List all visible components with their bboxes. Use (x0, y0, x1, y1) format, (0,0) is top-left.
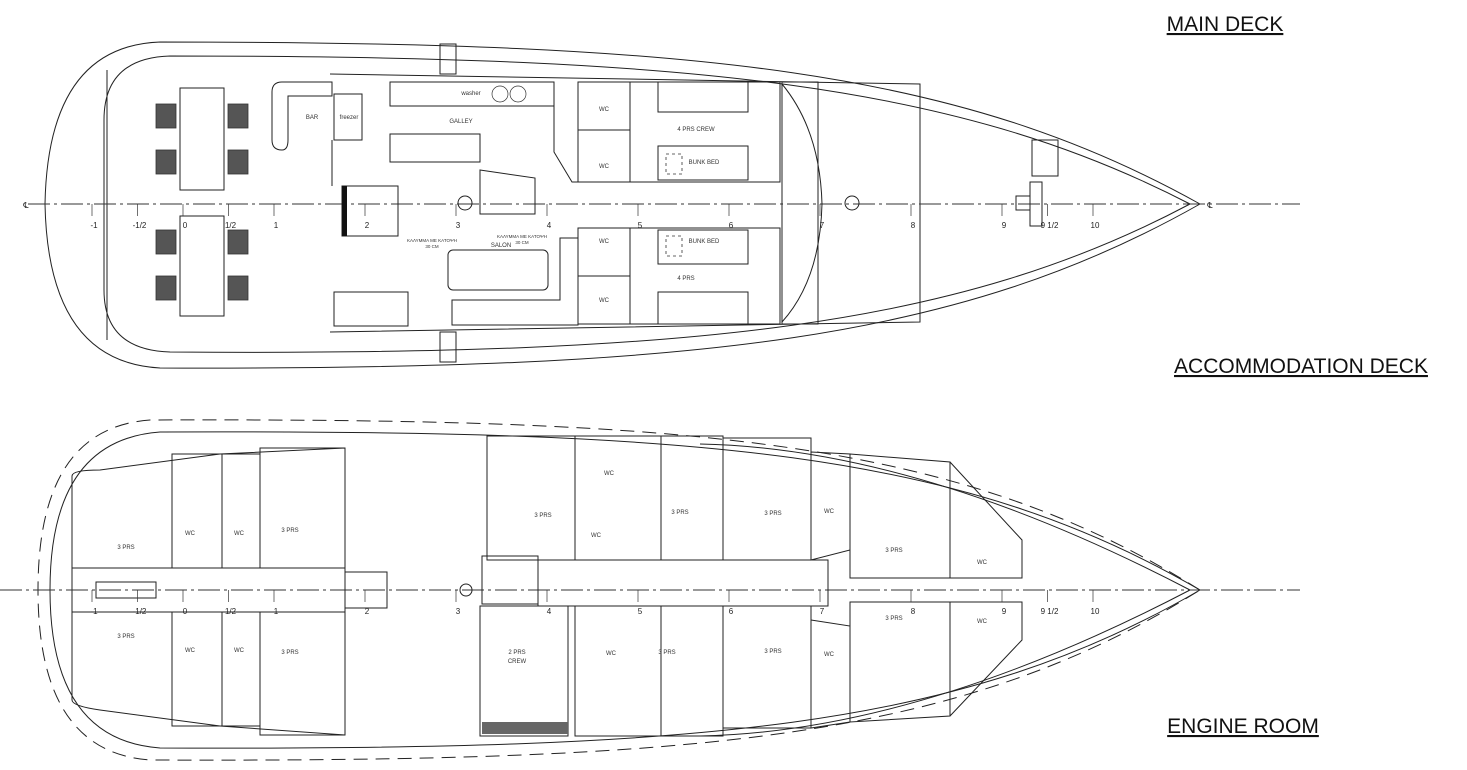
label-crew-cabin: 4 PRS CREW (677, 127, 715, 133)
label-crew-cabin: CREW (508, 659, 527, 665)
label-cabin: 3 PRS (764, 511, 781, 517)
station-label: 10 (1091, 221, 1100, 230)
label-washer: washer (460, 91, 480, 97)
station-label: 7 (820, 607, 825, 616)
station-label: 9 (1002, 221, 1007, 230)
label-wc: WC (977, 560, 988, 566)
label-wc: WC (599, 298, 610, 304)
station-label: 4 (547, 607, 552, 616)
label-cabin: 3 PRS (658, 650, 675, 656)
label-cabin: 4 PRS (677, 276, 694, 282)
label-cabin: 3 PRS (281, 528, 298, 534)
label-cabin: 3 PRS (885, 616, 902, 622)
label-cabin: 3 PRS (534, 513, 551, 519)
station-label: -1/2 (133, 221, 147, 230)
label-stair-note: ΚΑΛΥΜΜΑ ΜΕ ΚΑΤΟΨΗ (497, 234, 547, 239)
label-wc: WC (599, 239, 610, 245)
label-wc: WC (606, 651, 617, 657)
station-label: 1 (274, 221, 279, 230)
label-wc: WC (185, 531, 196, 537)
main-deck-plan: ℄ ℄ (22, 41, 1300, 369)
station-label: 7 (820, 221, 825, 230)
label-cabin: 3 PRS (671, 510, 688, 516)
main-hull-outline (44, 41, 1201, 369)
label-cabin: 3 PRS (281, 650, 298, 656)
label-stair-note: ΚΑΛΥΜΜΑ ΜΕ ΚΑΤΟΨΗ (407, 238, 457, 243)
label-salon: SALON (491, 243, 511, 249)
station-label: 9 1/2 (1041, 607, 1059, 616)
label-freezer: freezer (340, 115, 359, 121)
label-galley: GALLEY (449, 119, 472, 125)
station-label: 1/2 (225, 221, 237, 230)
station-label: 1 (274, 607, 279, 616)
station-label: 5 (638, 221, 643, 230)
label-cabin: 3 PRS (117, 545, 134, 551)
title-accommodation-deck: ACCOMMODATION DECK (1174, 355, 1428, 378)
station-label: 0 (183, 607, 188, 616)
label-wc: WC (591, 533, 602, 539)
label-wc: WC (599, 164, 610, 170)
label-wc: WC (977, 619, 988, 625)
station-label: 3 (456, 607, 461, 616)
label-cabin: 3 PRS (764, 649, 781, 655)
label-stair-note-size: 30 CM (515, 240, 529, 245)
station-label: 1/2 (225, 607, 237, 616)
station-label: 8 (911, 607, 916, 616)
label-wc: WC (234, 648, 245, 654)
title-main-deck: MAIN DECK (1167, 13, 1284, 36)
label-wc: WC (604, 471, 615, 477)
station-label: 10 (1091, 607, 1100, 616)
title-engine-room: ENGINE ROOM (1167, 715, 1319, 738)
station-label: 2 (365, 221, 370, 230)
station-label: 4 (547, 221, 552, 230)
station-label: 0 (183, 221, 188, 230)
label-bar: BAR (306, 115, 319, 121)
label-wc: WC (824, 652, 835, 658)
label-bunk-bed: BUNK BED (689, 160, 720, 166)
station-label: 8 (911, 221, 916, 230)
label-wc: WC (185, 648, 196, 654)
label-stair-note-size: 30 CM (425, 244, 439, 249)
accommodation-deck-plan: 3 PRS WC WC 3 PRS 3 PRS WC WC 3 PRS 3 PR… (0, 419, 1300, 761)
centerline-symbol: ℄ (1206, 201, 1213, 210)
label-wc: WC (234, 531, 245, 537)
station-label: 5 (638, 607, 643, 616)
station-label: 3 (456, 221, 461, 230)
station-label: 6 (729, 221, 734, 230)
label-bunk-bed: BUNK BED (689, 239, 720, 245)
station-label: 6 (729, 607, 734, 616)
label-wc: WC (824, 509, 835, 515)
station-label: -1 (90, 221, 98, 230)
label-crew-cabin: 2 PRS (508, 650, 525, 656)
label-cabin: 3 PRS (885, 548, 902, 554)
station-label: 9 (1002, 607, 1007, 616)
station-label: 2 (365, 607, 370, 616)
station-label: 9 1/2 (1041, 221, 1059, 230)
station-label: -1 (90, 607, 98, 616)
station-label: -1/2 (133, 607, 147, 616)
label-cabin: 3 PRS (117, 634, 134, 640)
label-wc: WC (599, 107, 610, 113)
main-deck-edge (103, 55, 1191, 353)
deck-chairs (155, 103, 249, 301)
centerline-symbol: ℄ (22, 201, 29, 210)
